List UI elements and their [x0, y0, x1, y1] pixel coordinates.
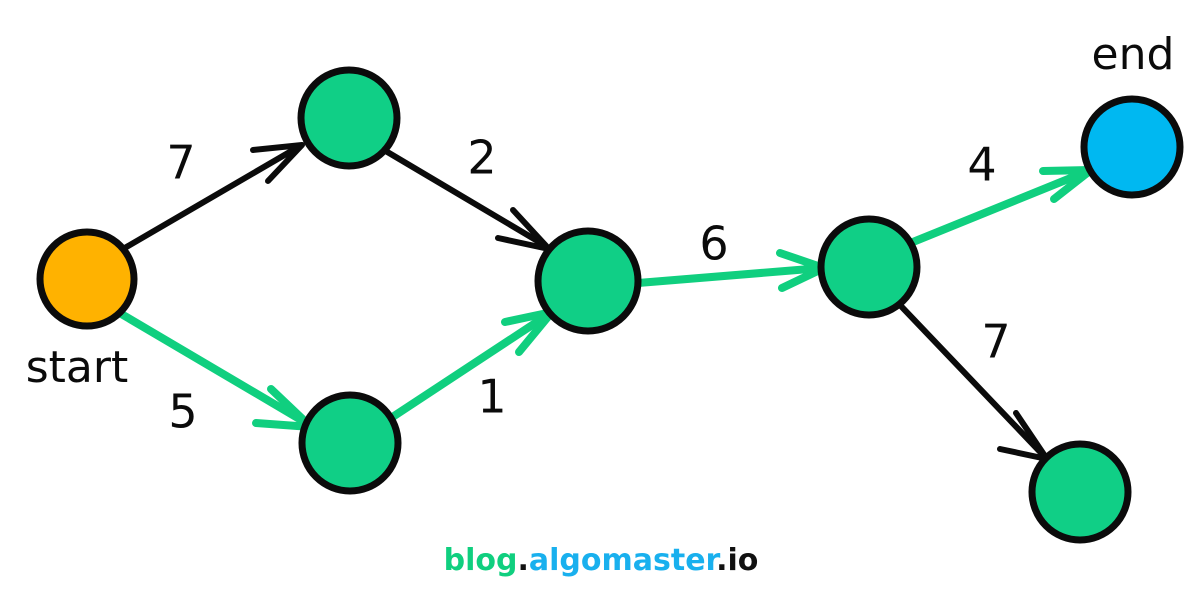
- node-label-start: start: [26, 342, 128, 393]
- node-right-green[interactable]: [817, 215, 921, 319]
- node-label-layer: start end: [26, 29, 1175, 393]
- edge-bottomleft-to-mid: [387, 308, 556, 422]
- arrowhead-icon: [250, 142, 305, 184]
- edge-line: [120, 143, 303, 252]
- edge-line: [904, 167, 1092, 248]
- weight-label-top-mid: 2: [467, 131, 496, 185]
- edge-line: [114, 308, 312, 428]
- weight-label-right-end: 4: [967, 138, 996, 192]
- weight-label-bl-mid: 1: [477, 370, 506, 424]
- node-middle-green[interactable]: [534, 227, 642, 335]
- watermark-io: io: [727, 543, 759, 578]
- weight-label-start-top: 7: [166, 136, 195, 190]
- node-layer: [36, 66, 1184, 544]
- watermark-dot-2: .: [716, 543, 728, 578]
- edge-line: [381, 147, 549, 249]
- watermark-blog: blog: [443, 543, 518, 578]
- edge-right-to-end: [904, 166, 1095, 248]
- edge-line: [896, 301, 1047, 459]
- watermark-dot-1: .: [517, 543, 529, 578]
- edge-start-to-bottomleft: [114, 308, 315, 431]
- node-label-end: end: [1092, 29, 1175, 80]
- weight-label-layer: 7 2 5 1 6 4 7: [166, 131, 1010, 439]
- edge-start-to-top: [120, 142, 305, 252]
- edge-line: [634, 264, 826, 287]
- edge-right-to-bottomright: [896, 301, 1050, 462]
- node-end[interactable]: [1080, 95, 1184, 199]
- node-bottomleft-green[interactable]: [298, 391, 402, 495]
- watermark: blog.algomaster.io: [0, 543, 1202, 578]
- node-bottomright-green[interactable]: [1028, 440, 1132, 544]
- weight-label-start-bl: 5: [168, 385, 197, 439]
- node-start[interactable]: [36, 228, 138, 330]
- watermark-algomaster: algomaster: [528, 543, 717, 578]
- edge-mid-to-right: [634, 249, 828, 292]
- weight-label-right-br: 7: [981, 315, 1010, 369]
- weight-label-mid-right: 6: [699, 217, 728, 271]
- node-top-green[interactable]: [297, 66, 401, 170]
- edge-line: [387, 310, 553, 422]
